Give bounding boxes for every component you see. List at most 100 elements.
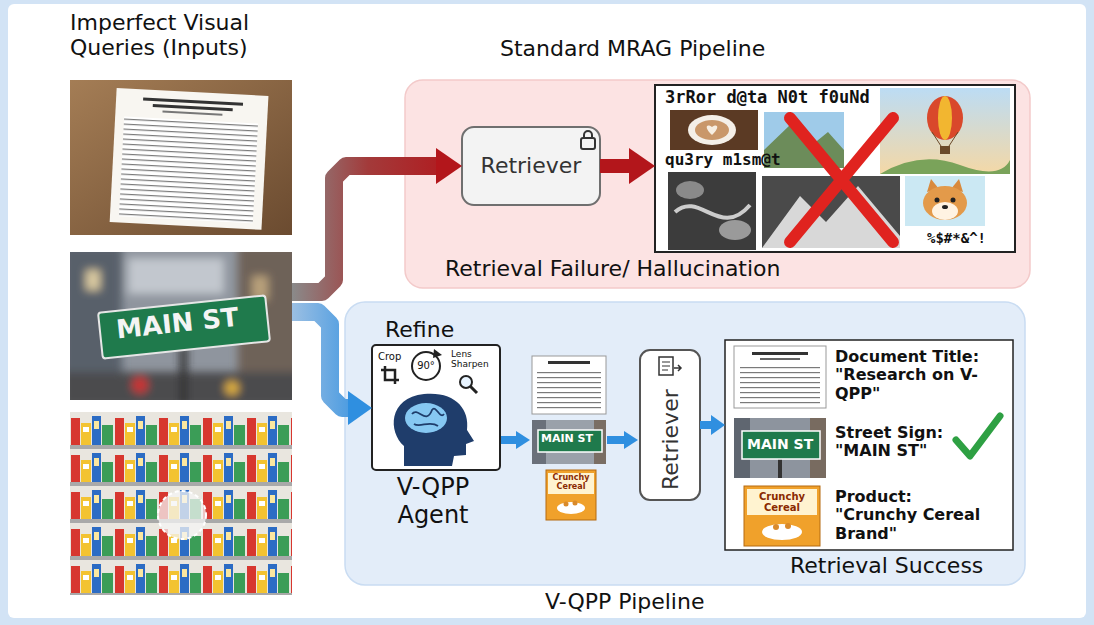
text-slot: Standard MRAG Pipeline [500,36,765,61]
texture-picture [676,181,704,199]
texture-picture [668,172,756,250]
agent-head-icon [394,394,474,466]
result-street [734,418,826,478]
flow-arrow [292,312,348,408]
shelf-photo [158,491,206,539]
text-slot: Street Sign: "MAIN ST" [835,424,995,461]
text-slot: Imperfect Visual Queries (Inputs) [70,10,302,61]
street-photo [225,381,239,395]
text-slot: qu3ry m1sm@t [665,151,781,169]
coffee-picture [670,110,758,150]
agent-head-icon [405,403,447,433]
flow-arrow [607,436,624,444]
result-cereal [744,486,820,546]
flow-arrow [501,431,638,449]
result-text: Document Title: "Research on V-QPP" [835,348,995,403]
result-street [734,418,826,478]
refined-cereal [557,502,585,514]
refined-cereal [546,470,596,520]
text-slot: Crunchy Cereal [549,474,593,492]
flow-arrow [624,431,638,449]
refined-document [532,356,606,414]
text-slot: Retrieval Success [790,553,983,578]
text-slot: Document Title: "Research on V-QPP" [835,348,995,403]
refined-document [532,356,606,414]
paper-photo [119,116,258,223]
pipeline-title: V-QPP Pipeline [545,589,704,614]
agent-name: V-QPP Agent [378,474,488,529]
result-cereal [747,489,817,515]
puppy-picture [905,176,985,226]
failure-cross [790,118,893,242]
street-photo [70,252,292,400]
result-document [734,346,826,408]
puppy-picture [932,202,958,220]
tool-label: Crop [378,351,401,363]
text-slot: 3rRor d@ta N0t f0uNd [665,88,870,108]
paper-photo [153,104,233,111]
paper-photo [162,110,222,115]
tool-label: 90° [412,360,440,372]
refined-cereal [573,501,578,506]
shelf-photo [70,412,292,595]
pipeline-panel: Retriever3rRor d@ta N0t f0uNdqu3ry m1sm@… [405,80,1030,288]
retriever-icon [659,357,673,375]
text-slot: Lens Sharpen [451,349,495,370]
text-slot: Refine [385,317,454,342]
box-fill [655,85,1015,252]
balloon-picture [880,159,1010,174]
balloon-picture [940,146,950,154]
paper-photo [110,88,269,230]
coffee-picture [707,126,718,135]
success-check [956,416,1000,456]
flow-arrow [292,166,436,292]
success-check [956,416,1000,456]
refined-document [537,369,601,409]
refined-cereal [548,473,594,494]
text-slot: Retriever [640,380,700,500]
tool-label: Lens Sharpen [451,349,495,370]
result-cereal [744,486,820,546]
error-text: 3rRor d@ta N0t f0uNd [665,88,870,108]
flow-arrow [516,431,530,449]
panel-fill [345,302,1025,585]
crop-icon [381,366,399,384]
street-photo [128,258,224,294]
puppy-picture [942,205,948,209]
puppy-picture [905,176,985,226]
balloon-picture [938,96,952,140]
shelf-photo [70,412,292,595]
text-slot: Crunchy Cereal [749,491,815,513]
outcome-label: Retrieval Failure/ Hallucination [445,256,781,281]
balloon-picture [880,88,1010,174]
paper-photo [110,88,269,230]
box-fill [372,345,500,470]
error-text: %$#*&^! [927,230,986,246]
text-slot: 90° [412,360,440,372]
box-fill [640,350,700,500]
retriever-icon [674,365,681,371]
error-text: qu3ry m1sm@t [665,151,781,169]
result-street [742,431,820,459]
refined-cereal [564,502,569,507]
refined-street [538,430,602,452]
text-slot: V-QPP Agent [378,474,488,529]
puppy-picture [951,198,956,203]
page-ground [8,4,1086,618]
street-photo [70,252,292,400]
retriever-icon [659,357,681,375]
outcome-label: Retrieval Success [790,553,983,578]
pipeline-panel: RefineCrop90°Lens SharpenV-QPP AgentRetr… [345,302,1025,585]
refined-document [548,361,590,364]
retriever-icon [662,362,670,370]
street-photo [86,270,100,290]
result-document [734,346,826,408]
section-heading: Imperfect Visual Queries (Inputs) [70,10,302,61]
paper-photo [70,80,292,235]
coffee-picture [670,110,758,150]
sign-text: MAIN ST [115,303,240,346]
balloon-picture [880,88,1010,174]
result-cereal [773,524,779,530]
puppy-picture [935,198,940,203]
